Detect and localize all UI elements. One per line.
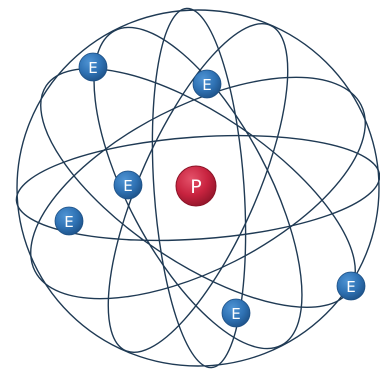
electron: E (55, 207, 83, 235)
electron: E (222, 299, 250, 327)
electron: E (193, 70, 221, 98)
electron-label: E (123, 177, 132, 195)
nucleus: P (176, 166, 216, 206)
electron-label: E (346, 278, 355, 296)
electron-label: E (231, 305, 240, 323)
proton-label: P (190, 176, 201, 198)
electron-label: E (88, 59, 97, 77)
electron: E (337, 272, 365, 300)
electron-label: E (202, 76, 211, 94)
electron: E (114, 171, 142, 199)
electron-label: E (64, 213, 73, 231)
electron: E (79, 53, 107, 81)
